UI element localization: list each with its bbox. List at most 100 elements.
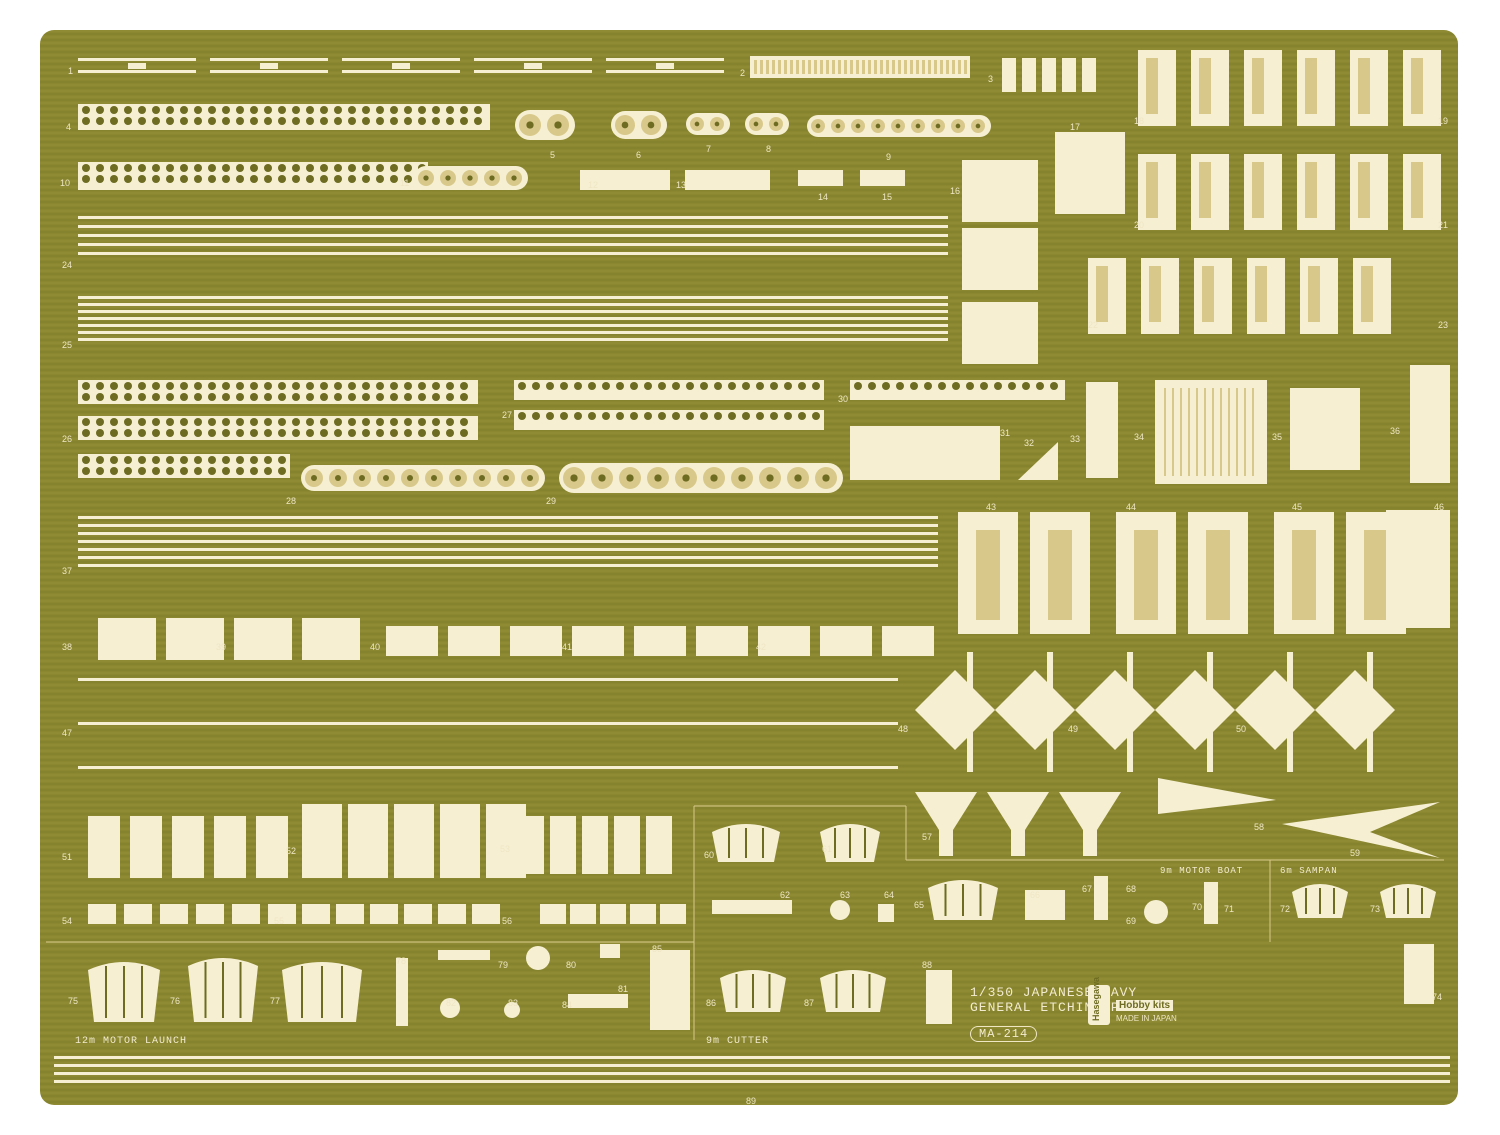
perforation: [418, 429, 426, 437]
perforation: [124, 382, 132, 390]
perforation: [362, 117, 370, 125]
rail-part: [474, 58, 592, 61]
perforation: [96, 175, 104, 183]
perforation: [714, 382, 722, 390]
perforation: [306, 429, 314, 437]
rail-part: [78, 70, 196, 73]
rail-25: [78, 296, 948, 299]
perforation: [110, 164, 118, 172]
perforation: [460, 117, 468, 125]
perforation: [152, 117, 160, 125]
perforation: [222, 175, 230, 183]
stand-part-57: [915, 792, 977, 856]
part-number: 71: [1224, 904, 1235, 914]
perforation: [124, 393, 132, 401]
perforation: [180, 467, 188, 475]
rail-part: [606, 58, 724, 61]
rail-47: [78, 678, 898, 681]
perforation: [432, 418, 440, 426]
perforation: [194, 418, 202, 426]
perforation: [208, 117, 216, 125]
part-40: [696, 626, 748, 656]
ladder-rung: [892, 60, 895, 74]
made-in: MADE IN JAPAN: [1116, 1014, 1177, 1023]
wing-part-59: [1282, 802, 1440, 858]
part-38: [234, 618, 292, 660]
perforation: [250, 382, 258, 390]
part-number: 49: [1068, 724, 1079, 734]
perforation: [770, 382, 778, 390]
part-number: 83: [508, 998, 519, 1008]
perforation: [348, 429, 356, 437]
perforation: [250, 393, 258, 401]
perforation: [236, 164, 244, 172]
part-35: [1290, 388, 1360, 470]
perforation: [532, 412, 540, 420]
perforated-strip-27: [514, 380, 824, 400]
perforation: [938, 382, 946, 390]
perforation: [460, 393, 468, 401]
part-number: 14: [818, 192, 829, 202]
perforation: [138, 175, 146, 183]
part-number: 31: [1000, 428, 1011, 438]
rail-part: [342, 58, 460, 61]
rail-37: [78, 516, 938, 519]
handle-detail: [1146, 162, 1158, 218]
perforation: [770, 412, 778, 420]
wheel-hub: [855, 123, 861, 129]
part-40: [820, 626, 872, 656]
perforation: [348, 175, 356, 183]
davit-part: [1042, 58, 1056, 92]
ladder-rung: [946, 60, 949, 74]
perforation: [798, 382, 806, 390]
perforation: [82, 164, 90, 172]
perforation: [236, 382, 244, 390]
handle-detail: [1252, 58, 1264, 114]
ladder-rung: [874, 60, 877, 74]
panel-detail: [976, 530, 1000, 620]
perforation: [166, 467, 174, 475]
perforation: [222, 456, 230, 464]
part-number: 39: [216, 642, 227, 652]
perforation: [208, 106, 216, 114]
perforation: [1036, 382, 1044, 390]
perforation: [460, 382, 468, 390]
perforation: [124, 164, 132, 172]
perforation: [96, 164, 104, 172]
part-number: 84: [562, 1000, 573, 1010]
perforation: [306, 175, 314, 183]
wheel-hub: [647, 121, 655, 129]
part-55: [370, 904, 398, 924]
part-number: 64: [884, 890, 895, 900]
ladder-rung: [958, 60, 961, 74]
ladder-rung: [868, 60, 871, 74]
perforation: [166, 418, 174, 426]
perforation: [250, 429, 258, 437]
part-number: 20: [1134, 220, 1145, 230]
perforation: [334, 382, 342, 390]
perforation: [700, 412, 708, 420]
perforation: [924, 382, 932, 390]
perforation: [404, 429, 412, 437]
perforation: [152, 429, 160, 437]
part-number: 85: [652, 944, 663, 954]
perforation: [208, 467, 216, 475]
wheel-hub: [526, 121, 534, 129]
perforation: [278, 429, 286, 437]
perforation: [152, 175, 160, 183]
perforation: [110, 106, 118, 114]
part-number: 82: [446, 998, 457, 1008]
ladder-rung: [826, 60, 829, 74]
ladder-rung: [964, 60, 967, 74]
part-number: 12: [588, 180, 599, 190]
part-number: 87: [804, 998, 815, 1008]
part-70: [1204, 882, 1218, 924]
perforation: [236, 393, 244, 401]
perforation: [208, 382, 216, 390]
part-number: 75: [68, 996, 79, 1006]
perforation: [166, 117, 174, 125]
rail-part: [606, 70, 724, 73]
perforation: [390, 382, 398, 390]
perforation: [966, 382, 974, 390]
perforation: [320, 175, 328, 183]
